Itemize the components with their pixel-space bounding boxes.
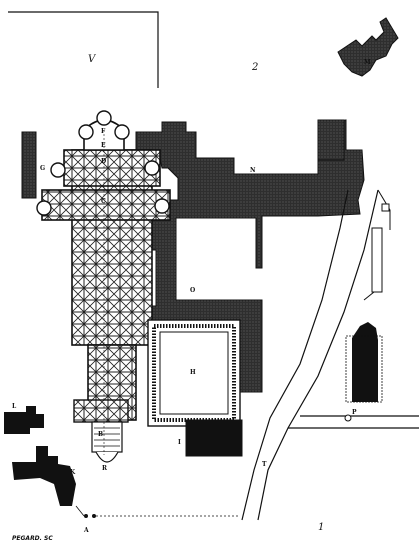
label-m: M bbox=[364, 59, 371, 66]
engraver-credit: PEGARD. SC bbox=[12, 535, 53, 542]
label-i: I bbox=[178, 439, 181, 446]
label-2: 2 bbox=[251, 62, 258, 73]
apse-chapel-left bbox=[78, 124, 94, 140]
garden-plot bbox=[371, 227, 383, 293]
entry-steps bbox=[91, 421, 123, 453]
transept-chapel-right-2 bbox=[154, 198, 170, 214]
label-h: H bbox=[190, 369, 196, 376]
label-r: R bbox=[102, 465, 108, 472]
label-n: N bbox=[250, 167, 256, 174]
gate-post-right bbox=[92, 514, 96, 518]
label-g: G bbox=[40, 165, 45, 172]
small-square bbox=[381, 203, 390, 212]
church-transept bbox=[41, 189, 171, 221]
building-i bbox=[185, 419, 243, 457]
cloister-garth bbox=[159, 331, 229, 415]
street-right-edge bbox=[257, 189, 379, 521]
enclosure-wall bbox=[8, 11, 159, 88]
building-m bbox=[337, 17, 399, 77]
church-p bbox=[352, 322, 378, 402]
entry-apse bbox=[95, 451, 119, 463]
label-f-apse: F bbox=[101, 128, 106, 135]
label-k: K bbox=[70, 469, 76, 476]
transept-chapel-left-2 bbox=[36, 200, 52, 216]
transept-chapel-left-1 bbox=[50, 162, 66, 178]
wall-to-k bbox=[75, 505, 85, 517]
label-l: L bbox=[12, 403, 17, 410]
label-corner: 1 bbox=[318, 522, 324, 533]
label-c: C bbox=[101, 198, 106, 205]
label-o: O bbox=[190, 287, 195, 294]
gate-post-left bbox=[84, 514, 88, 518]
church-porch bbox=[73, 399, 129, 423]
transept-chapel-right-1 bbox=[144, 160, 160, 176]
label-a: A bbox=[83, 527, 89, 534]
well bbox=[344, 414, 352, 422]
apse-chapel-right bbox=[114, 124, 130, 140]
building-l bbox=[4, 406, 44, 434]
church-p-outline bbox=[345, 335, 383, 403]
entry-stair-lines bbox=[94, 427, 120, 447]
label-p: P bbox=[352, 409, 357, 416]
chapter-block bbox=[317, 119, 345, 161]
label-d: D bbox=[101, 158, 106, 165]
label-e: E bbox=[101, 142, 106, 149]
building-k bbox=[12, 446, 76, 506]
street-left-edge bbox=[241, 189, 349, 521]
label-b: B bbox=[98, 431, 103, 438]
label-v: V bbox=[88, 54, 97, 65]
apse-chapel-center bbox=[96, 110, 112, 126]
label-t: T bbox=[262, 461, 267, 468]
building-g-block bbox=[21, 131, 37, 199]
